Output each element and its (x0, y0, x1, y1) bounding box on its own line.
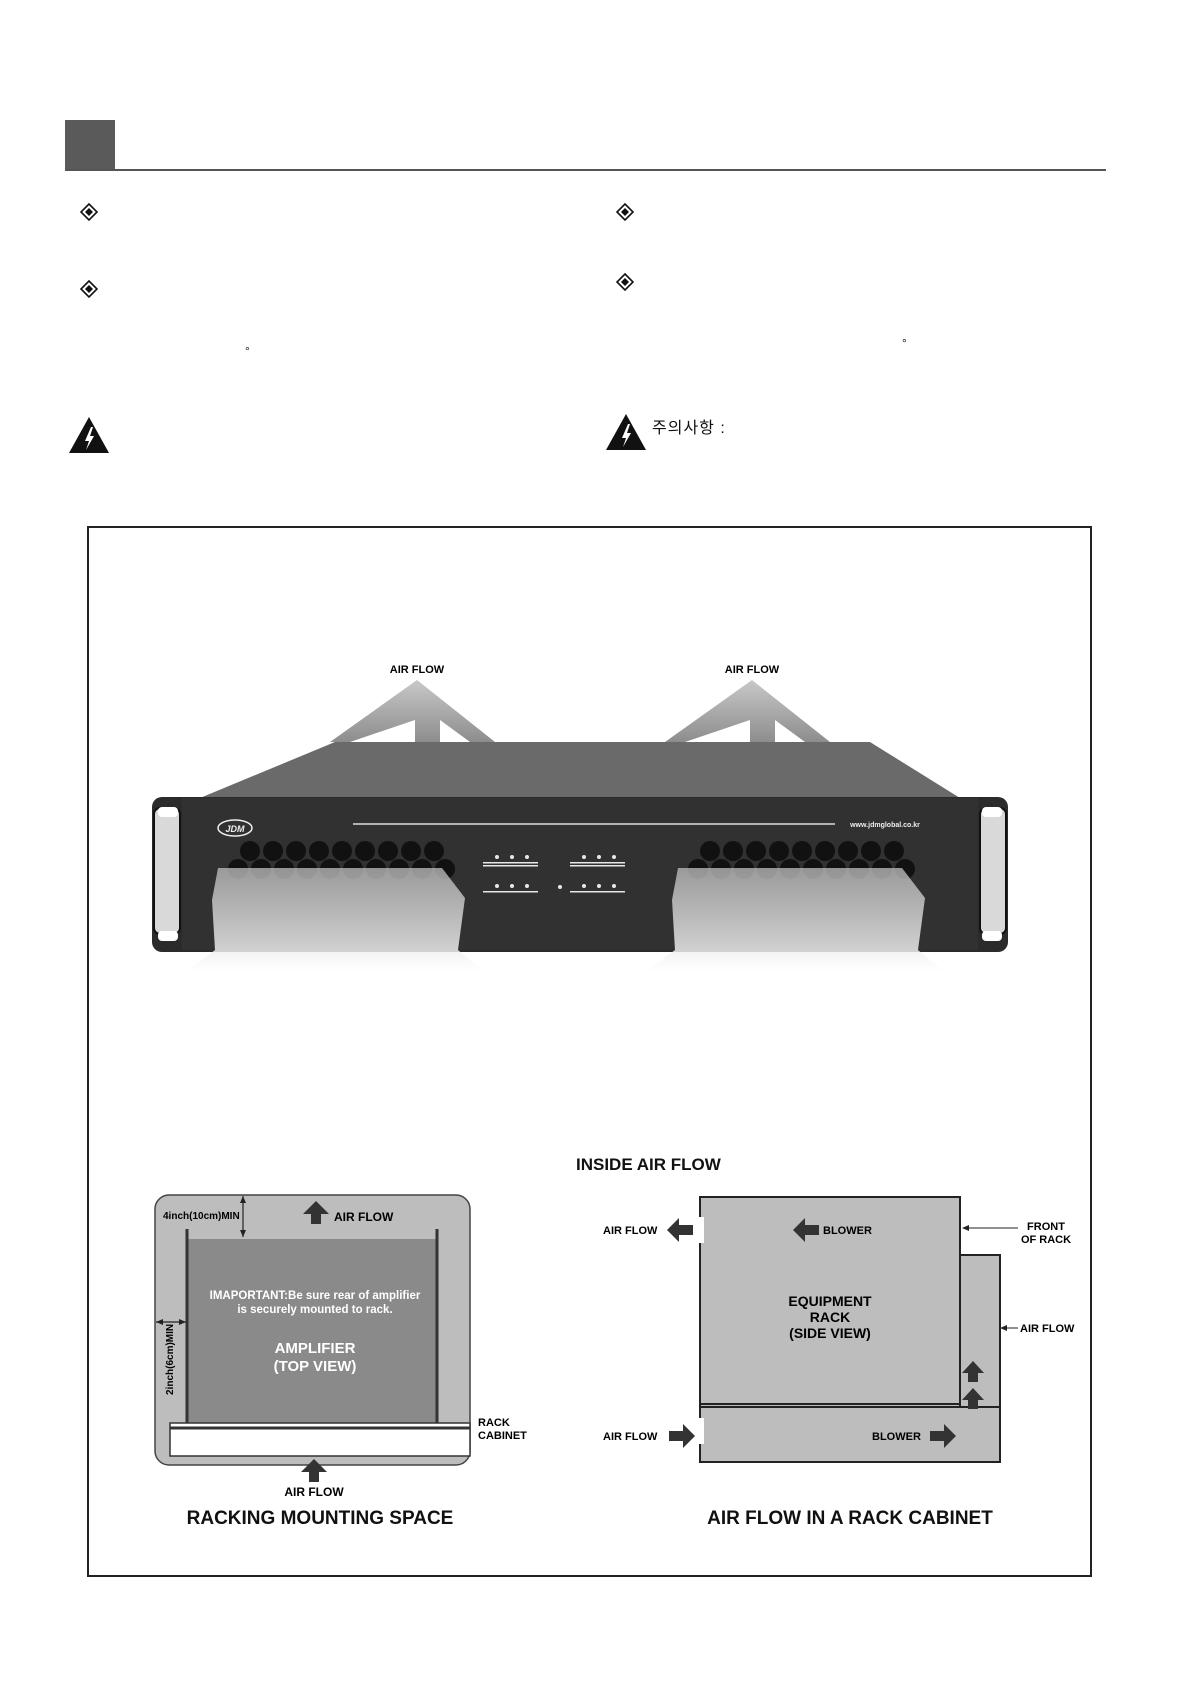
rack-handle-left (153, 807, 181, 935)
airflow-label: AIR FLOW (725, 664, 780, 676)
airflow-up-arrow-icon (330, 680, 495, 742)
section-number-box (65, 120, 115, 170)
intake-airflow-right (645, 868, 945, 972)
diagram-frame (87, 526, 1092, 1577)
diamond-bullet-icon (80, 203, 98, 221)
high-voltage-warning-icon (69, 417, 109, 453)
front-indicators (483, 855, 625, 893)
blower-right-arrow-icon (930, 1424, 956, 1448)
equipment-rack-label-line3: (SIDE VIEW) (789, 1325, 871, 1341)
important-note-line1: IMAPORTANT:Be sure rear of amplifier (210, 1290, 421, 1302)
rack-mounting-space-diagram: 4inch(10cm)MIN 2inch(6cm)MIN AIR FLOW IM… (154, 1194, 527, 1499)
airflow-up-arrow-icon (303, 1201, 329, 1224)
important-note-line2: is securely mounted to rack. (237, 1304, 392, 1316)
equipment-rack-label-line1: EQUIPMENT (788, 1293, 872, 1309)
amplifier-label-line2: (TOP VIEW) (274, 1358, 357, 1375)
rack-cabinet-label-line1: RACK (478, 1417, 510, 1429)
equipment-rack-side-view (699, 1196, 961, 1408)
section-header-rule (65, 169, 1106, 171)
equipment-rack-label-line2: RACK (810, 1309, 850, 1325)
front-of-rack-label-line2: OF RACK (1021, 1234, 1071, 1246)
diamond-bullet-icon (616, 273, 634, 291)
website-label: www.jdmglobal.co.kr (849, 822, 920, 829)
airflow-up-arrow-icon (301, 1459, 327, 1482)
diamond-bullet-icon (616, 203, 634, 221)
airflow-up-arrow-icon (962, 1361, 984, 1382)
top-clearance-label: 4inch(10cm)MIN (163, 1211, 240, 1222)
blower-left-arrow-icon (793, 1218, 819, 1242)
amplifier-label-line1: AMPLIFIER (275, 1340, 356, 1357)
airflow-right-label: AIR FLOW (1020, 1323, 1075, 1335)
side-clearance-label: 2inch(6cm)MIN (165, 1324, 176, 1395)
rack-airflow-caption: AIR FLOW IN A RACK CABINET (707, 1508, 993, 1529)
airflow-left-arrow-icon (667, 1218, 693, 1242)
amplifier-top-lid (200, 742, 960, 798)
amplifier-airflow-diagram: AIR FLOW AIR FLOW JDM www.jdmglobal.co.k… (152, 664, 1008, 972)
airflow-top-label: AIR FLOW (334, 1210, 394, 1224)
intake-airflow-left (185, 868, 485, 972)
rack-handle-right (979, 807, 1007, 935)
rack-airflow-diagram: AIR FLOW BLOWER FRONT OF RACK EQUIPMENT … (603, 1196, 1075, 1463)
amplifier-top-view (187, 1239, 437, 1429)
degree-mark-icon: ° (902, 336, 907, 350)
airflow-label: AIR FLOW (390, 664, 445, 676)
airflow-up-arrow-icon (665, 680, 830, 742)
degree-mark-icon: ° (245, 344, 250, 358)
brand-logo (217, 819, 253, 837)
airflow-bottom-label: AIR FLOW (284, 1485, 344, 1499)
front-of-rack-label-line1: FRONT (1027, 1221, 1065, 1233)
rack-cabinet-label-line2: CABINET (478, 1430, 527, 1442)
diamond-bullet-icon (80, 280, 98, 298)
high-voltage-warning-icon (606, 414, 646, 450)
mounting-space-caption: RACKING MOUNTING SPACE (186, 1508, 454, 1529)
airflow-left-bottom-label: AIR FLOW (603, 1431, 658, 1443)
airflow-right-arrow-icon (669, 1424, 695, 1448)
blower-top-label: BLOWER (823, 1225, 872, 1237)
rack-blower-compartment (699, 1406, 1001, 1463)
airflow-up-arrow-icon (962, 1388, 984, 1409)
svg-text:JDM: JDM (225, 824, 245, 834)
airflow-left-top-label: AIR FLOW (603, 1225, 658, 1237)
caution-label: 주의사항 : (652, 420, 726, 437)
inside-airflow-heading: INSIDE AIR FLOW (576, 1155, 721, 1174)
blower-bottom-label: BLOWER (872, 1431, 921, 1443)
